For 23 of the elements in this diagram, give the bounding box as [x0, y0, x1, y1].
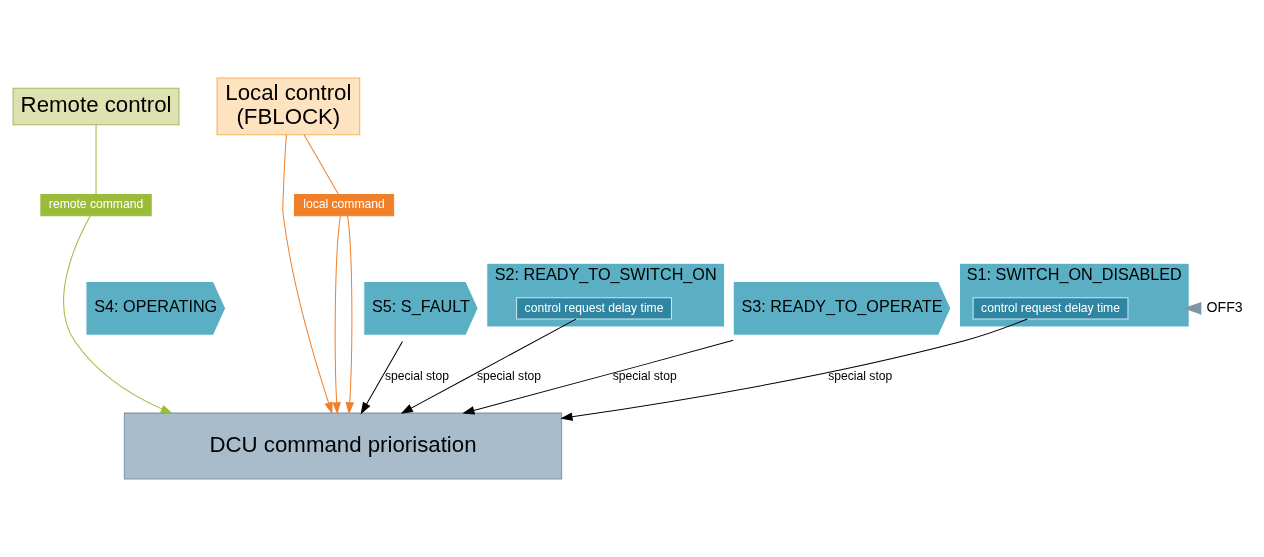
node-box: remote command — [39, 194, 152, 217]
connector — [303, 134, 339, 195]
edge-label: special stop — [612, 369, 677, 384]
node-box: Remote control — [12, 87, 180, 126]
node-box: DCU command priorisation — [123, 412, 562, 480]
node-box: local command — [293, 194, 394, 217]
arrow — [62, 215, 173, 414]
node-box: Local control (FBLOCK) — [216, 77, 360, 136]
node-text: OFF3 — [1206, 299, 1243, 316]
arrow — [461, 339, 734, 415]
edge-label: special stop — [476, 369, 541, 384]
arrow — [559, 318, 1028, 421]
arrow — [331, 215, 341, 415]
arrow — [345, 215, 354, 415]
arrow — [281, 134, 333, 415]
edge-label: special stop — [384, 369, 449, 384]
connector — [95, 124, 97, 195]
edge-label: special stop — [827, 369, 892, 384]
node-box: control request delay time — [515, 297, 672, 320]
arrow — [1182, 301, 1201, 315]
arrow — [400, 318, 576, 414]
arrow — [360, 341, 403, 415]
node-box: control request delay time — [972, 297, 1128, 320]
